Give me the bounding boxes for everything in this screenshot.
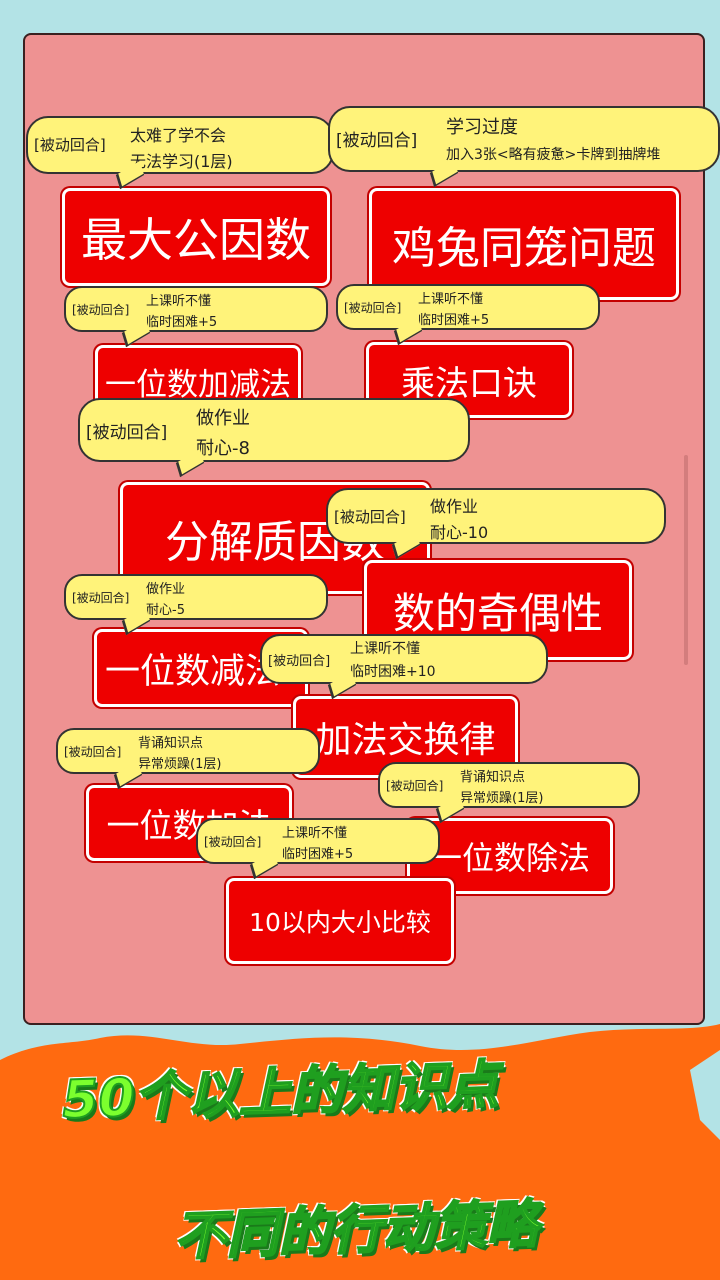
bubble-tag: [被动回合] xyxy=(64,745,122,759)
bubble-line-2: 无法学习(1层) xyxy=(130,152,233,171)
effect-bubble: [被动回合] 上课听不懂 临时困难+5 xyxy=(196,818,440,864)
bubble-line-1: 做作业 xyxy=(196,408,250,429)
bubble-line-2: 异常烦躁(1层) xyxy=(460,791,544,806)
bubble-line-2: 临时困难+5 xyxy=(282,847,354,862)
effect-bubble: [被动回合] 上课听不懂 临时困难+5 xyxy=(64,286,328,332)
effect-bubble: [被动回合] 上课听不懂 临时困难+10 xyxy=(260,634,548,684)
knowledge-card-chicken-rabbit[interactable]: 鸡兔同笼问题 xyxy=(369,188,679,300)
effect-bubble: [被动回合] 做作业 耐心-8 xyxy=(78,398,470,462)
knowledge-card-gcd[interactable]: 最大公因数 xyxy=(62,188,330,286)
promo-headline-1: 50个以上的知识点 xyxy=(60,1054,500,1131)
bubble-line-2: 临时困难+10 xyxy=(350,664,436,680)
bubble-tag: [被动回合] xyxy=(336,131,418,151)
effect-bubble: [被动回合] 做作业 耐心-10 xyxy=(326,488,666,544)
bubble-line-1: 做作业 xyxy=(430,497,479,516)
bubble-tag: [被动回合] xyxy=(268,654,331,669)
bubble-tag: [被动回合] xyxy=(34,136,106,154)
bubble-tag: [被动回合] xyxy=(72,591,130,605)
bubble-tag: [被动回合] xyxy=(86,423,168,443)
bubble-tag: [被动回合] xyxy=(72,303,130,317)
effect-bubble: [被动回合] 背诵知识点 异常烦躁(1层) xyxy=(378,762,640,808)
bubble-tag: [被动回合] xyxy=(204,835,262,849)
bubble-line-2: 加入3张<略有疲惫>卡牌到抽牌堆 xyxy=(446,147,661,163)
bubble-line-1: 上课听不懂 xyxy=(146,294,212,309)
bubble-line-1: 做作业 xyxy=(146,582,186,597)
effect-bubble: [被动回合] 做作业 耐心-5 xyxy=(64,574,328,620)
effect-bubble: [被动回合] 学习过度 加入3张<略有疲惫>卡牌到抽牌堆 xyxy=(328,106,720,172)
bubble-line-1: 背诵知识点 xyxy=(460,770,526,785)
bubble-line-2: 耐心-8 xyxy=(196,438,250,459)
effect-bubble: [被动回合] 太难了学不会 无法学习(1层) xyxy=(26,116,334,174)
promo-banner xyxy=(0,1024,720,1280)
effect-bubble: [被动回合] 背诵知识点 异常烦躁(1层) xyxy=(56,728,320,774)
bubble-line-1: 背诵知识点 xyxy=(138,736,204,751)
bubble-tag: [被动回合] xyxy=(344,301,402,315)
bubble-line-1: 上课听不懂 xyxy=(418,292,484,307)
bubble-line-2: 临时困难+5 xyxy=(146,315,218,330)
effect-bubble: [被动回合] 上课听不懂 临时困难+5 xyxy=(336,284,600,330)
promo-headline-2: 不同的行动策略 xyxy=(172,1194,540,1269)
bubble-line-1: 上课听不懂 xyxy=(282,826,348,841)
bubble-line-1: 学习过度 xyxy=(446,117,518,138)
bubble-tag: [被动回合] xyxy=(334,508,406,526)
bubble-line-2: 异常烦躁(1层) xyxy=(138,757,222,772)
bubble-line-2: 耐心-10 xyxy=(430,523,489,542)
bubble-tag: [被动回合] xyxy=(386,779,444,793)
bubble-line-2: 耐心-5 xyxy=(146,603,185,618)
bubble-line-1: 上课听不懂 xyxy=(350,641,420,657)
bubble-line-1: 太难了学不会 xyxy=(130,126,227,145)
bubble-line-2: 临时困难+5 xyxy=(418,313,490,328)
panel-scrollbar[interactable] xyxy=(684,455,688,665)
knowledge-card-compare-within-10[interactable]: 10以内大小比较 xyxy=(226,878,454,964)
